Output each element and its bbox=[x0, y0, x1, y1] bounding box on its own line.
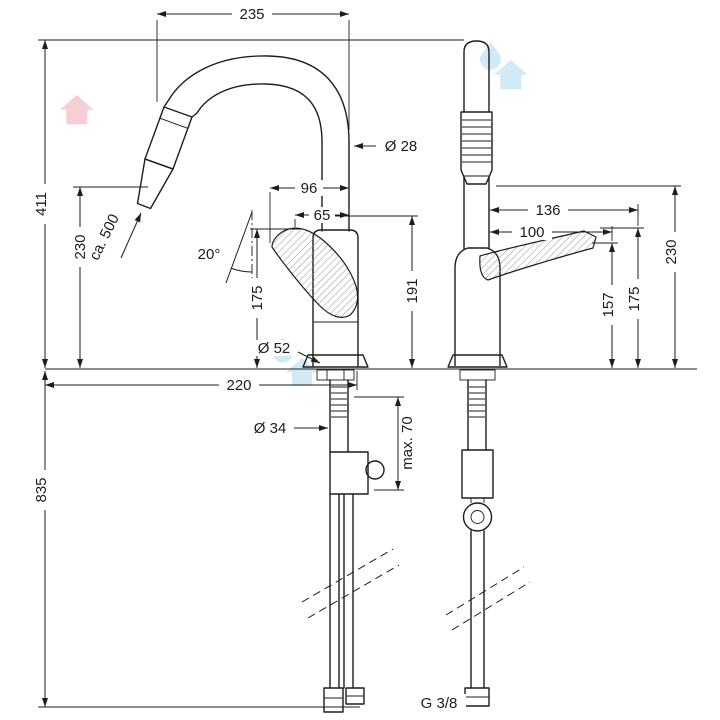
leader-hose-length bbox=[120, 212, 142, 259]
dim-label-handle-side-inner: 100 bbox=[512, 224, 552, 241]
dim-label-spray-angle: 20° bbox=[190, 246, 228, 263]
dim-label-spout-underside: 191 bbox=[404, 271, 421, 311]
shank-threads-side bbox=[469, 386, 485, 418]
lever-handle-front bbox=[271, 227, 359, 318]
dim-text-mounting-thickness: max. 70 bbox=[399, 416, 416, 469]
mounting-clamp bbox=[329, 451, 369, 495]
spray-head bbox=[144, 106, 193, 170]
dim-label-total-height: 411 bbox=[33, 184, 50, 224]
dim-label-width-top: 235 bbox=[232, 6, 272, 23]
angle-spray-line bbox=[225, 211, 253, 284]
dim-text-below-deck: 835 bbox=[33, 477, 50, 502]
dim-label-spout-diameter: Ø 28 bbox=[378, 138, 424, 155]
dim-label-outlet-height-side: 230 bbox=[663, 232, 680, 272]
block-hose-links bbox=[470, 498, 485, 503]
hose-connector-left bbox=[323, 687, 344, 713]
mounting-block-side bbox=[461, 449, 494, 499]
dim-text-handle-inner: 65 bbox=[314, 207, 331, 224]
dim-label-body-height: 175 bbox=[249, 278, 266, 318]
dim-text-base-diameter: Ø 52 bbox=[258, 340, 291, 357]
spout-tube-side bbox=[463, 40, 490, 261]
dim-text-width-top: 235 bbox=[239, 6, 264, 23]
dim-label-outlet-height-front: 230 bbox=[72, 227, 89, 267]
dim-label-reach: 220 bbox=[219, 377, 259, 394]
leader-base-diameter bbox=[297, 351, 321, 364]
spout-arc-outer bbox=[163, 55, 350, 143]
hose-break-marks-side bbox=[445, 566, 531, 631]
dim-text-outlet-height-side: 230 bbox=[663, 239, 680, 264]
base-flange-side bbox=[447, 354, 508, 368]
dim-label-handle-top-height: 175 bbox=[626, 279, 643, 319]
dim-label-connection-thread: G 3/8 bbox=[412, 694, 466, 712]
base-flange bbox=[302, 354, 369, 368]
spray-head-rings bbox=[462, 119, 491, 177]
dim-text-body-height: 175 bbox=[249, 285, 266, 310]
dim-text-shank-diameter: Ø 34 bbox=[254, 420, 287, 437]
dim-label-handle-inner: 65 bbox=[309, 207, 335, 224]
base-washer bbox=[316, 369, 355, 381]
spout-arc-inner bbox=[191, 83, 323, 143]
dim-text-connection-thread: G 3/8 bbox=[421, 695, 458, 712]
house-icon bbox=[60, 95, 94, 125]
supply-hose-side bbox=[470, 530, 485, 689]
spray-nozzle bbox=[136, 158, 174, 210]
washer-ticks bbox=[326, 370, 345, 380]
dim-text-outlet-height-front: 230 bbox=[72, 234, 89, 259]
dim-text-spout-diameter: Ø 28 bbox=[385, 138, 418, 155]
dim-text-handle-outer: 96 bbox=[301, 180, 318, 197]
angle-arc bbox=[231, 267, 253, 273]
threaded-shank bbox=[329, 379, 349, 453]
hose-break-marks bbox=[301, 548, 400, 619]
dim-text-spray-angle: 20° bbox=[198, 246, 221, 263]
dim-label-pivot-height: 157 bbox=[600, 285, 617, 325]
dim-text-pivot-height: 157 bbox=[600, 292, 617, 317]
supply-hoses bbox=[329, 493, 354, 689]
dim-text-hose-length: ca. 500 bbox=[86, 211, 123, 263]
spray-head-joint-line bbox=[159, 117, 189, 129]
lever-handle-side bbox=[479, 230, 597, 281]
dim-text-handle-side-outer: 136 bbox=[535, 202, 560, 219]
valve-fitting bbox=[462, 502, 493, 532]
dim-label-hose-length: ca. 500 bbox=[84, 207, 124, 267]
faucet-front-view bbox=[136, 55, 400, 713]
dim-label-shank-diameter: Ø 34 bbox=[247, 420, 293, 437]
threaded-shank-side bbox=[467, 379, 487, 451]
dimension-labels: 235 411 230 ca. 500 20° Ø 28 96 65 bbox=[33, 6, 680, 712]
base-washer-side bbox=[459, 369, 496, 381]
water-drop-house-icon bbox=[480, 42, 528, 90]
clamp-knob bbox=[365, 460, 385, 480]
valve-fitting-inner bbox=[470, 510, 485, 524]
dim-label-handle-side-outer: 136 bbox=[528, 202, 568, 219]
dim-text-reach: 220 bbox=[226, 377, 251, 394]
faucet-side-view bbox=[445, 40, 597, 707]
dim-label-below-deck: 835 bbox=[33, 470, 50, 510]
dim-text-total-height: 411 bbox=[33, 192, 50, 216]
dim-label-handle-outer: 96 bbox=[295, 180, 323, 197]
shank-threads bbox=[331, 386, 347, 418]
watermarks bbox=[60, 42, 528, 386]
dim-text-spout-underside: 191 bbox=[404, 278, 421, 303]
dimension-annotations bbox=[38, 11, 697, 708]
dim-label-base-diameter: Ø 52 bbox=[251, 340, 297, 357]
dim-text-handle-top-height: 175 bbox=[626, 286, 643, 311]
dim-text-handle-side-inner: 100 bbox=[519, 224, 544, 241]
dim-label-mounting-thickness: max. 70 bbox=[399, 411, 416, 475]
